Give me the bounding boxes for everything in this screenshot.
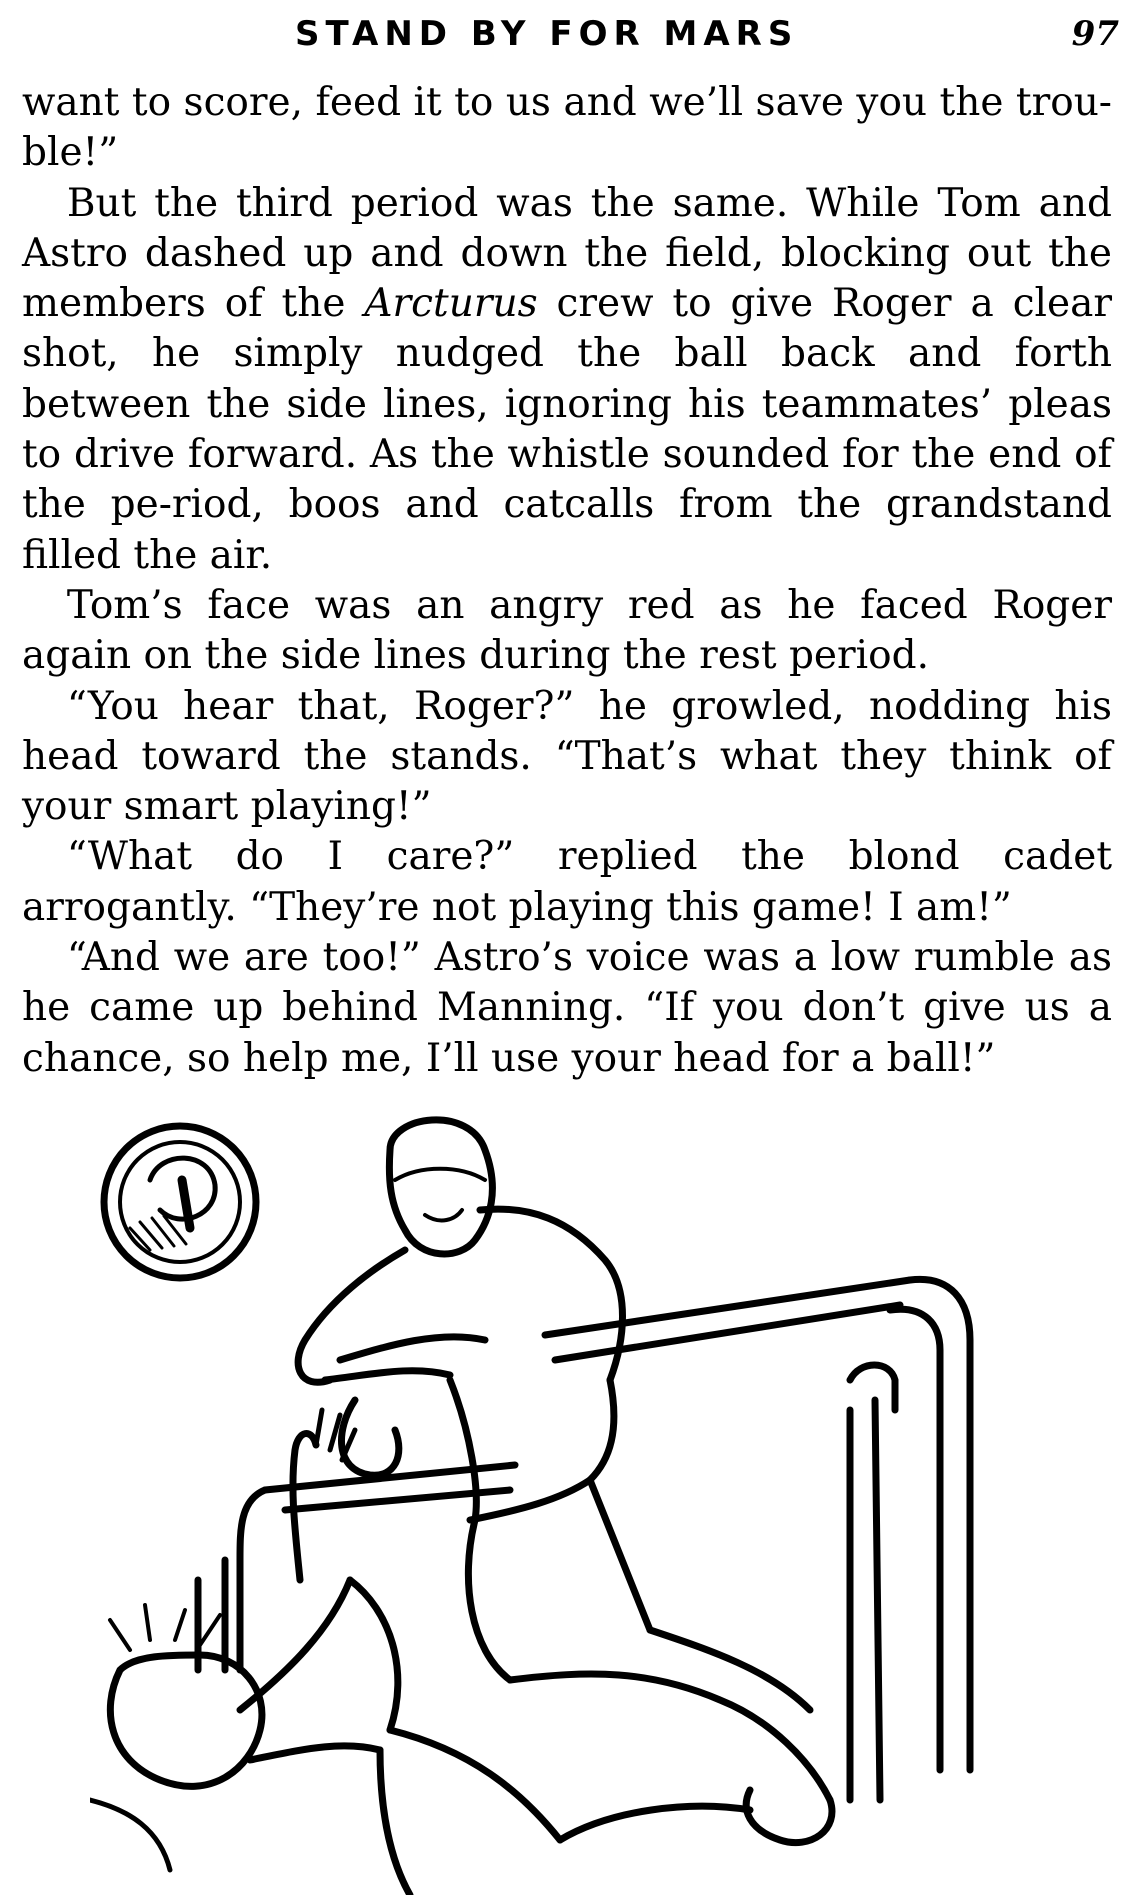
ball-drawing [100,1122,260,1282]
paragraph-2-after: crew to give Roger a clear shot, he simp… [22,281,1112,578]
paragraph-4: “You hear that, Roger?” he growled, nodd… [22,683,1112,830]
running-title: STAND BY FOR MARS [295,14,799,54]
body-text: want to score, feed it to us and we’ll s… [22,78,1112,1084]
illustration-drawing [90,1116,974,1895]
goal-frame-drawing [194,1275,974,1804]
paragraph-3: Tom’s face was an angry red as he faced … [22,582,1112,679]
paragraph-6: “And we are too!” Astro’s voice was a lo… [22,935,1112,1081]
paragraph-2: But the third period was the same. While… [22,179,1112,581]
page-number: 97 [1071,14,1119,54]
paragraph-1: want to score, feed it to us and we’ll s… [22,80,1112,176]
illustration [90,1110,1050,1895]
running-head: STAND BY FOR MARS 97 [0,14,1133,64]
paragraph-5: “What do I care?” replied the blond cade… [22,834,1112,930]
fallen-figure-drawing [90,1407,754,1895]
paragraph-2-before: But the third period was the same. While… [22,180,1112,327]
standing-figure-drawing [294,1116,836,1847]
ship-name: Arcturus [364,281,538,327]
